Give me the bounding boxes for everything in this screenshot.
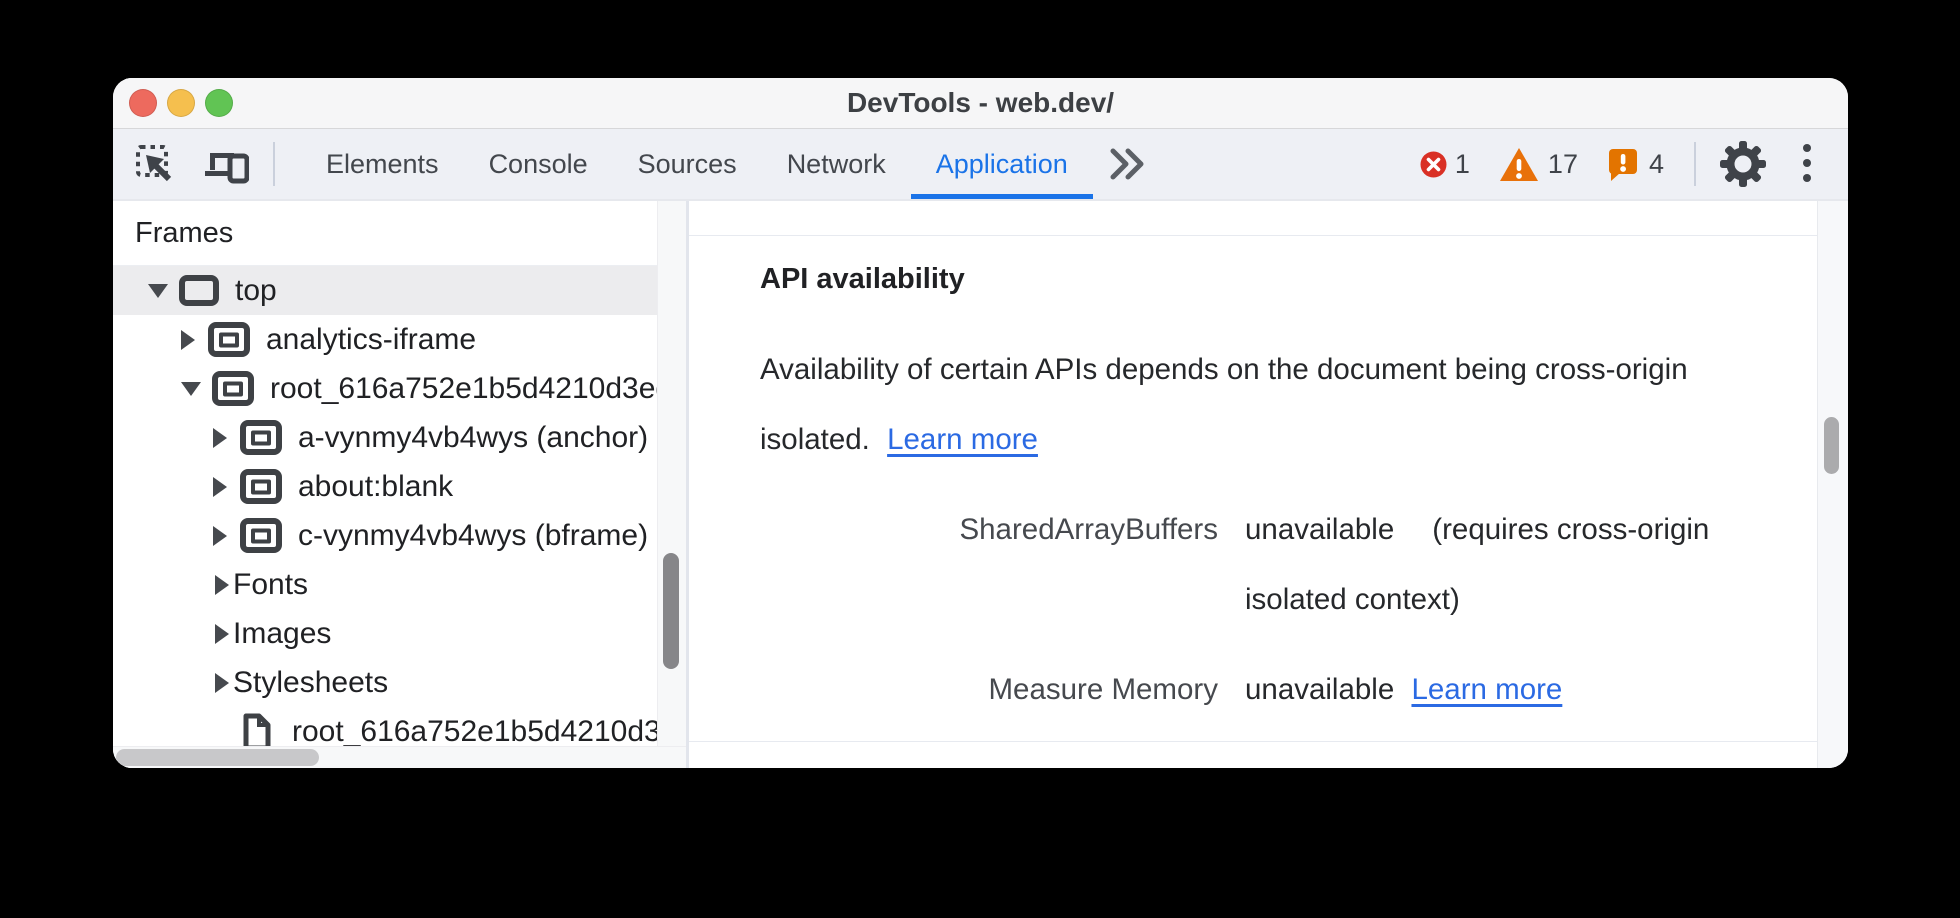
tab-application[interactable]: Application <box>910 129 1093 199</box>
caret-collapsed-icon[interactable] <box>213 476 227 497</box>
tab-sources[interactable]: Sources <box>637 148 737 179</box>
toggle-device-toolbar-button[interactable] <box>203 144 249 184</box>
report-value: unavailable Learn more <box>1245 655 1765 725</box>
tree-item-stylesheets[interactable]: Stylesheets <box>113 658 686 707</box>
tree-item-label: top <box>235 273 277 307</box>
application-sidebar: Frames top analytics-iframe root_616a752… <box>113 201 689 768</box>
report-key: SharedArrayBuffers <box>959 513 1218 546</box>
availability-note: (requires cross-origin isolated context) <box>1245 513 1710 616</box>
title-bar: DevTools - web.dev/ <box>113 78 1848 129</box>
frame-icon <box>179 275 219 306</box>
tree-item-label: c-vynmy4vb4wys (bframe) <box>298 518 649 552</box>
customize-devtools-button[interactable] <box>1802 142 1812 186</box>
caret-collapsed-icon[interactable] <box>215 672 229 693</box>
tab-console[interactable]: Console <box>488 148 588 179</box>
tree-item-fonts[interactable]: Fonts <box>113 560 686 609</box>
frames-section-header[interactable]: Frames <box>113 201 686 266</box>
document-icon <box>243 713 271 750</box>
learn-more-link[interactable]: Learn more <box>887 423 1038 456</box>
sidebar-horizontal-scrollbar-thumb[interactable] <box>116 749 319 766</box>
learn-more-link[interactable]: Learn more <box>1411 673 1563 706</box>
window-title: DevTools - web.dev/ <box>846 87 1115 118</box>
iframe-icon <box>240 469 282 504</box>
content-vertical-scrollbar-thumb[interactable] <box>1824 417 1839 474</box>
panel-body: Frames top analytics-iframe root_616a752… <box>113 201 1848 768</box>
tree-item-analytics-iframe[interactable]: analytics-iframe <box>113 315 686 364</box>
iframe-icon <box>240 518 282 553</box>
report-key: Measure Memory <box>988 673 1218 706</box>
toolbar-divider <box>1694 142 1696 186</box>
tree-item-root-document[interactable]: root_616a752e1b5d4210d3ed <box>113 707 689 756</box>
warning-icon <box>1499 147 1538 181</box>
description-text: Availability of certain APIs depends on … <box>760 353 1688 456</box>
caret-collapsed-icon[interactable] <box>215 623 229 644</box>
iframe-icon <box>208 322 250 357</box>
inspect-icon <box>136 145 172 182</box>
caret-collapsed-icon[interactable] <box>181 329 195 350</box>
content-vertical-scrollbar[interactable] <box>1817 201 1848 768</box>
close-button[interactable] <box>129 89 157 117</box>
error-count: 1 <box>1454 148 1470 179</box>
tree-item-images[interactable]: Images <box>113 609 686 658</box>
tab-elements[interactable]: Elements <box>326 148 439 179</box>
tree-item-c-vynmy4vb4wys[interactable]: c-vynmy4vb4wys (bframe) <box>113 511 686 560</box>
tree-item-label: Stylesheets <box>233 665 389 699</box>
availability-status: unavailable <box>1245 673 1395 706</box>
more-tabs-button[interactable] <box>1093 129 1161 199</box>
caret-collapsed-icon[interactable] <box>213 427 227 448</box>
sidebar-vertical-scrollbar-thumb[interactable] <box>663 553 679 669</box>
kebab-menu-icon <box>1803 144 1811 182</box>
caret-collapsed-icon[interactable] <box>213 525 227 546</box>
issues-icon <box>1608 149 1637 181</box>
settings-button[interactable] <box>1720 141 1766 187</box>
tree-item-top[interactable]: top <box>113 266 686 315</box>
availability-status: unavailable <box>1245 513 1395 546</box>
iframe-icon <box>240 420 282 455</box>
frame-tree: top analytics-iframe root_616a752e1b5d42… <box>113 266 686 756</box>
tree-item-label: root_616a752e1b5d4210d3ed <box>270 371 673 405</box>
error-icon <box>1420 151 1447 177</box>
tree-item-label: Images <box>233 616 332 650</box>
sidebar-vertical-scrollbar[interactable] <box>657 201 686 768</box>
zoom-button[interactable] <box>205 89 233 117</box>
report-value: unavailable(requires cross-origin isolat… <box>1245 495 1765 635</box>
toolbar-divider <box>273 142 275 186</box>
api-availability-description: Availability of certain APIs depends on … <box>760 335 1760 475</box>
console-status-badges[interactable]: 1 17 4 <box>1420 146 1664 183</box>
tree-item-label: a-vynmy4vb4wys (anchor) <box>298 420 649 454</box>
devtools-toolbar: Elements Console Sources Network Applica… <box>113 129 1848 201</box>
section-divider <box>689 235 1818 236</box>
tree-item-label: about:blank <box>298 469 454 503</box>
caret-collapsed-icon[interactable] <box>215 574 229 595</box>
tree-item-label: root_616a752e1b5d4210d3ed <box>292 714 689 748</box>
panel-tabs: Elements Console Sources Network Applica… <box>301 129 1161 199</box>
tree-item-about-blank[interactable]: about:blank <box>113 462 686 511</box>
warning-count: 17 <box>1547 148 1578 179</box>
minimize-button[interactable] <box>167 89 195 117</box>
traffic-lights <box>129 89 233 117</box>
frame-details-pane: API availability Availability of certain… <box>689 201 1848 768</box>
api-availability-report: SharedArrayBuffers unavailable(requires … <box>760 495 1765 725</box>
toolbar-right-cluster: 1 17 4 <box>1420 129 1812 199</box>
chevron-double-right-icon <box>1110 148 1144 180</box>
caret-expanded-icon[interactable] <box>148 283 168 298</box>
tree-item-label: analytics-iframe <box>266 322 477 356</box>
inspect-element-button[interactable] <box>135 144 175 184</box>
tree-item-a-vynmy4vb4wys[interactable]: a-vynmy4vb4wys (anchor) <box>113 413 686 462</box>
tree-item-label: Fonts <box>233 567 309 601</box>
tab-network[interactable]: Network <box>786 148 886 179</box>
device-toolbar-icon <box>205 153 249 184</box>
api-availability-heading: API availability <box>760 263 965 295</box>
devtools-window: DevTools - web.dev/ Elements Console Sou… <box>113 78 1848 768</box>
iframe-icon <box>212 371 254 406</box>
gear-icon <box>1720 141 1766 187</box>
issues-count: 4 <box>1648 148 1664 179</box>
tree-item-root-frame[interactable]: root_616a752e1b5d4210d3ed <box>113 364 686 413</box>
sidebar-horizontal-scrollbar[interactable] <box>113 746 686 768</box>
section-divider <box>689 741 1818 742</box>
caret-expanded-icon[interactable] <box>181 381 201 396</box>
